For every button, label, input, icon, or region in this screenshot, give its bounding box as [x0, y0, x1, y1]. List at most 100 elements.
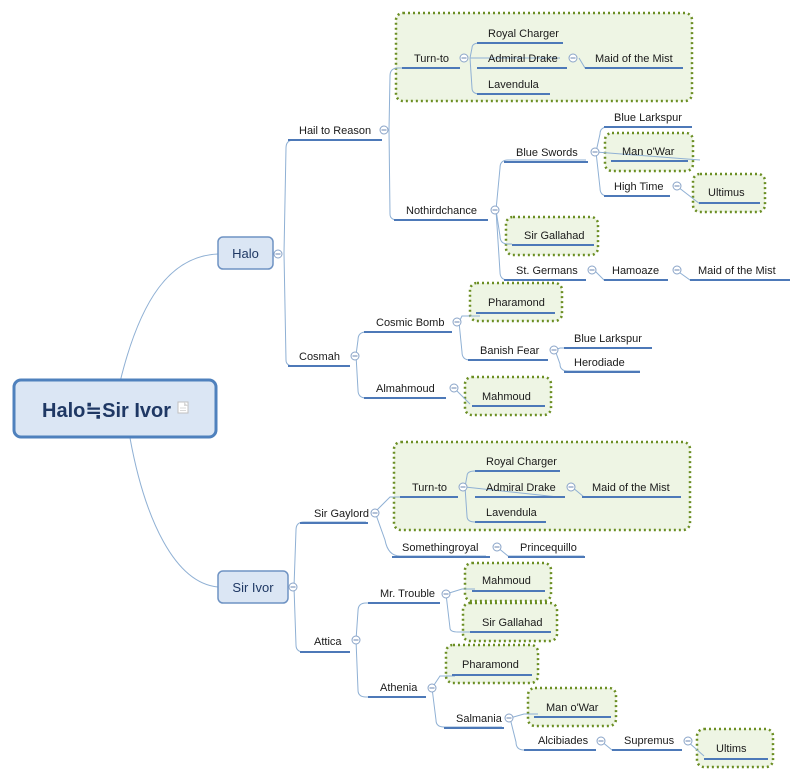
- svg-text:Royal Charger: Royal Charger: [486, 456, 557, 468]
- collapse-button-sir-ivor[interactable]: [288, 582, 298, 592]
- svg-text:Maid of the Mist: Maid of the Mist: [595, 53, 673, 65]
- node-turn-to[interactable]: Turn-to: [402, 53, 460, 69]
- node-hail-to-reason[interactable]: Hail to Reason: [288, 125, 382, 141]
- node-st-germans[interactable]: St. Germans: [504, 265, 586, 281]
- collapse-button-cosmic-bomb[interactable]: [452, 317, 462, 327]
- highlight-group-ultims: [695, 727, 775, 769]
- svg-text:Hail to Reason: Hail to Reason: [299, 125, 371, 137]
- root-box: [12, 378, 218, 439]
- node-pharamond[interactable]: Pharamond: [476, 297, 555, 314]
- node-lavendula[interactable]: Lavendula: [475, 507, 546, 523]
- svg-text:Somethingroyal: Somethingroyal: [402, 542, 478, 554]
- node-blue-larkspur[interactable]: Blue Larkspur: [604, 112, 692, 128]
- svg-text:Admiral Drake: Admiral Drake: [486, 482, 556, 494]
- node-royal-charger[interactable]: Royal Charger: [475, 456, 560, 472]
- svg-text:Ultims: Ultims: [716, 743, 747, 755]
- svg-text:Salmania: Salmania: [456, 713, 503, 725]
- node-sir-gallahad[interactable]: Sir Gallahad: [470, 617, 551, 633]
- node-somethingroyal[interactable]: Somethingroyal: [392, 542, 490, 558]
- node-alcibiades[interactable]: Alcibiades: [524, 735, 596, 751]
- svg-text:Hamoaze: Hamoaze: [612, 265, 659, 277]
- collapse-button-almahmoud[interactable]: [449, 383, 459, 393]
- collapse-button-high-time[interactable]: [672, 181, 682, 191]
- node-blue-larkspur[interactable]: Blue Larkspur: [564, 333, 652, 349]
- svg-text:Man o'War: Man o'War: [546, 702, 599, 714]
- node-mahmoud[interactable]: Mahmoud: [472, 391, 545, 407]
- node-maid-of-the-mist[interactable]: Maid of the Mist: [690, 265, 790, 281]
- collapse-button-banish-fear[interactable]: [549, 345, 559, 355]
- node-admiral-drake[interactable]: Admiral Drake: [475, 482, 565, 498]
- collapse-button-alcibiades[interactable]: [596, 736, 606, 746]
- collapse-button-salmania[interactable]: [504, 713, 514, 723]
- node-ultimus[interactable]: Ultimus: [699, 187, 760, 204]
- svg-text:Almahmoud: Almahmoud: [376, 383, 435, 395]
- node-mr-trouble[interactable]: Mr. Trouble: [368, 588, 440, 604]
- svg-text:Supremus: Supremus: [624, 735, 675, 747]
- svg-text:Attica: Attica: [314, 636, 342, 648]
- node-maid-of-the-mist[interactable]: Maid of the Mist: [585, 53, 683, 69]
- svg-text:Maid of the Mist: Maid of the Mist: [698, 265, 776, 277]
- svg-text:Mahmoud: Mahmoud: [482, 391, 531, 403]
- node-man-o-war[interactable]: Man o'War: [534, 702, 611, 718]
- node-maid-of-the-mist[interactable]: Maid of the Mist: [582, 482, 681, 498]
- collapse-button-turn-to-2[interactable]: [458, 482, 468, 492]
- collapse-button-hamoaze[interactable]: [672, 265, 682, 275]
- node-banish-fear[interactable]: Banish Fear: [468, 345, 548, 361]
- node-pharamond[interactable]: Pharamond: [452, 659, 532, 676]
- collapse-button-athenia[interactable]: [427, 683, 437, 693]
- svg-text:Mr. Trouble: Mr. Trouble: [380, 588, 435, 600]
- note-icon[interactable]: [177, 401, 189, 414]
- collapse-button-blue-swords[interactable]: [590, 147, 600, 157]
- highlight-group-turn-to-2: [392, 440, 692, 532]
- svg-text:Blue Swords: Blue Swords: [516, 147, 578, 159]
- collapse-button-cosmah[interactable]: [350, 351, 360, 361]
- node-admiral-drake[interactable]: Admiral Drake: [477, 53, 567, 69]
- collapse-button-supremus[interactable]: [683, 736, 693, 746]
- svg-text:Blue Larkspur: Blue Larkspur: [614, 112, 682, 124]
- main-topic-halo[interactable]: Halo: [217, 236, 274, 270]
- collapse-button-admiral-drake-2[interactable]: [566, 482, 576, 492]
- svg-text:Sir Gallahad: Sir Gallahad: [482, 617, 543, 629]
- main-topic-sir-ivor[interactable]: Sir Ivor: [217, 570, 289, 604]
- node-turn-to[interactable]: Turn-to: [400, 482, 458, 498]
- svg-text:Lavendula: Lavendula: [486, 507, 538, 519]
- root-label: Halo≒Sir Ivor: [42, 400, 171, 422]
- collapse-button-hail-to-reason[interactable]: [379, 125, 389, 135]
- node-blue-swords[interactable]: Blue Swords: [504, 147, 588, 163]
- node-salmania[interactable]: Salmania: [444, 713, 504, 729]
- node-high-time[interactable]: High Time: [604, 181, 670, 197]
- node-mahmoud[interactable]: Mahmoud: [472, 575, 545, 592]
- node-attica[interactable]: Attica: [300, 636, 350, 653]
- svg-text:Princequillo: Princequillo: [520, 542, 577, 554]
- node-cosmic-bomb[interactable]: Cosmic Bomb: [364, 317, 452, 333]
- collapse-button-somethingroyal[interactable]: [492, 542, 502, 552]
- collapse-button-turn-to-1[interactable]: [459, 53, 469, 63]
- node-man-o-war[interactable]: Man o'War: [611, 146, 688, 162]
- collapse-button-sir-gaylord[interactable]: [370, 508, 380, 518]
- svg-text:Cosmic Bomb: Cosmic Bomb: [376, 317, 444, 329]
- node-cosmah[interactable]: Cosmah: [288, 351, 350, 367]
- svg-text:Blue Larkspur: Blue Larkspur: [574, 333, 642, 345]
- collapse-button-attica[interactable]: [351, 635, 361, 645]
- node-almahmoud[interactable]: Almahmoud: [364, 383, 446, 399]
- node-lavendula[interactable]: Lavendula: [477, 79, 550, 95]
- collapse-button-st-germans[interactable]: [587, 265, 597, 275]
- node-royal-charger[interactable]: Royal Charger: [477, 28, 563, 44]
- node-herodiade[interactable]: Herodiade: [564, 357, 640, 373]
- node-hamoaze[interactable]: Hamoaze: [604, 265, 668, 281]
- collapse-button-nothirdchance[interactable]: [490, 205, 500, 215]
- node-nothirdchance[interactable]: Nothirdchance: [394, 205, 488, 221]
- svg-text:Cosmah: Cosmah: [299, 351, 340, 363]
- node-princequillo[interactable]: Princequillo: [508, 542, 585, 558]
- collapse-button-admiral-drake-1[interactable]: [568, 53, 578, 63]
- highlight-group-turn-to-1: [394, 11, 694, 103]
- node-supremus[interactable]: Supremus: [612, 735, 682, 751]
- node-ultims[interactable]: Ultims: [704, 743, 768, 760]
- node-athenia[interactable]: Athenia: [368, 682, 426, 698]
- node-sir-gallahad[interactable]: Sir Gallahad: [512, 230, 594, 246]
- root-node[interactable]: Halo≒Sir Ivor: [12, 378, 218, 439]
- node-sir-gaylord[interactable]: Sir Gaylord: [300, 508, 369, 524]
- collapse-button-halo[interactable]: [273, 249, 283, 259]
- svg-text:St. Germans: St. Germans: [516, 265, 578, 277]
- collapse-button-mr-trouble[interactable]: [441, 589, 451, 599]
